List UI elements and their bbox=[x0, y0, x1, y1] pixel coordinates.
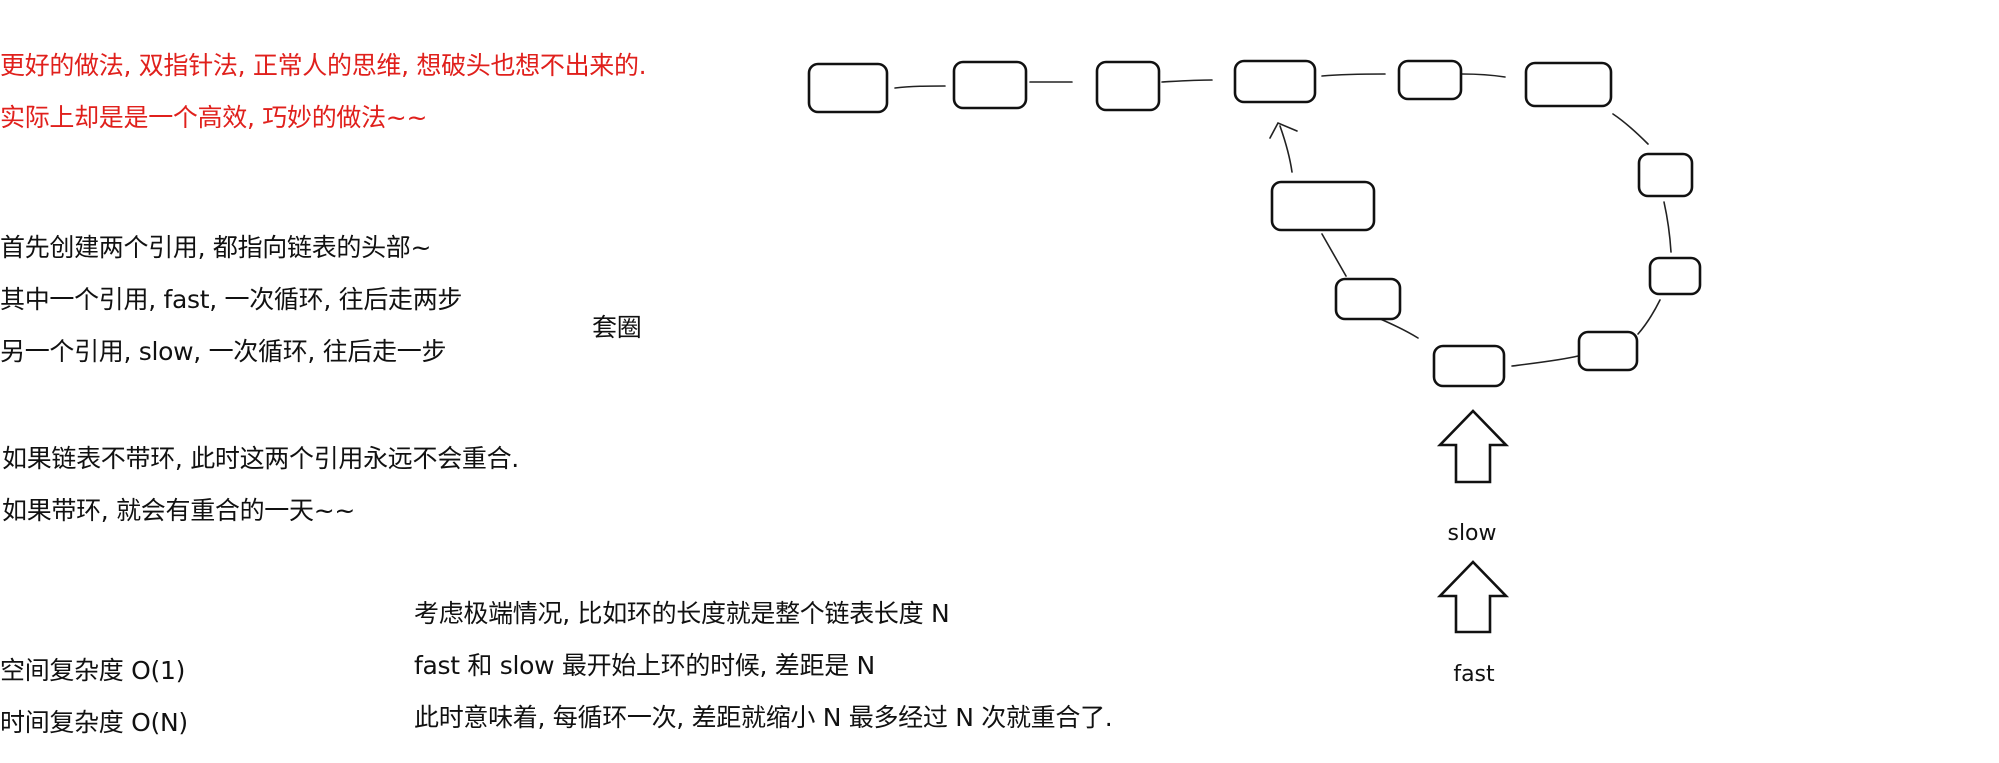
link-12-4 bbox=[1279, 125, 1293, 173]
list-node-9 bbox=[1577, 330, 1639, 372]
slow-up-arrow-icon bbox=[1436, 409, 1510, 484]
steps-line-3: 另一个引用, slow, 一次循环, 往后走一步 bbox=[0, 337, 447, 366]
list-node-12 bbox=[1270, 180, 1376, 232]
list-node-10 bbox=[1432, 344, 1506, 388]
link-5-6 bbox=[1461, 73, 1506, 78]
arrowhead-into-node-4 bbox=[1269, 121, 1298, 139]
link-4-5 bbox=[1321, 73, 1386, 77]
link-7-8 bbox=[1663, 201, 1672, 253]
list-node-2 bbox=[952, 60, 1028, 110]
side-note-lapping: 套圈 bbox=[592, 313, 642, 342]
cycle-line-1: 如果链表不带环, 此时这两个引用永远不会重合. bbox=[2, 444, 519, 473]
link-3-4 bbox=[1161, 79, 1213, 83]
list-node-4 bbox=[1233, 59, 1317, 104]
link-10-11 bbox=[1377, 317, 1419, 339]
fast-pointer: fast bbox=[1436, 560, 1510, 687]
steps-line-2: 其中一个引用, fast, 一次循环, 往后走两步 bbox=[0, 285, 463, 314]
slow-pointer: slow bbox=[1436, 409, 1510, 546]
link-8-9 bbox=[1637, 299, 1661, 335]
list-node-3 bbox=[1095, 60, 1161, 112]
list-node-6 bbox=[1524, 61, 1613, 108]
time-complexity: 时间复杂度 O(N) bbox=[0, 708, 188, 737]
link-6-7 bbox=[1612, 113, 1649, 145]
fast-up-arrow-icon bbox=[1436, 560, 1510, 634]
list-node-8 bbox=[1648, 256, 1702, 296]
analysis-line-1: 考虑极端情况, 比如环的长度就是整个链表长度 N bbox=[414, 599, 950, 628]
list-node-5 bbox=[1397, 59, 1463, 101]
link-9-10 bbox=[1511, 355, 1579, 367]
link-11-12 bbox=[1321, 233, 1347, 277]
fast-label: fast bbox=[1453, 662, 1495, 687]
steps-line-1: 首先创建两个引用, 都指向链表的头部~ bbox=[0, 233, 432, 262]
slow-label: slow bbox=[1447, 521, 1496, 546]
list-node-11 bbox=[1334, 277, 1402, 321]
link-1-2 bbox=[894, 85, 946, 89]
analysis-line-2: fast 和 slow 最开始上环的时候, 差距是 N bbox=[414, 651, 875, 680]
analysis-line-3: 此时意味着, 每循环一次, 差距就缩小 N 最多经过 N 次就重合了. bbox=[414, 703, 1113, 732]
space-complexity: 空间复杂度 O(1) bbox=[0, 656, 186, 685]
list-node-1 bbox=[807, 62, 889, 114]
intro-line-1: 更好的做法, 双指针法, 正常人的思维, 想破头也想不出来的. bbox=[0, 51, 647, 80]
list-links bbox=[894, 73, 1672, 367]
intro-line-2: 实际上却是是一个高效, 巧妙的做法~~ bbox=[0, 103, 428, 132]
list-node-7 bbox=[1637, 152, 1694, 198]
cycle-line-2: 如果带环, 就会有重合的一天~~ bbox=[2, 496, 355, 525]
